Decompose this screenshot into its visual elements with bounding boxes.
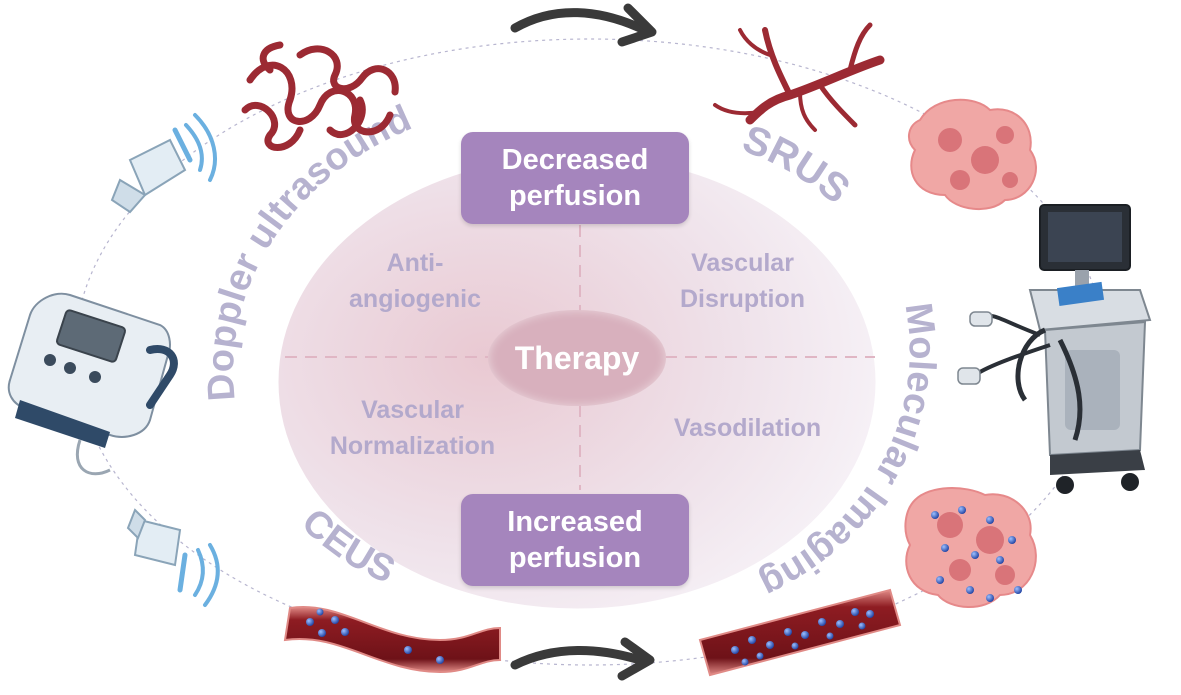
ultrasound-probe-icon [110, 113, 217, 214]
tangled-vessel-icon [241, 41, 399, 151]
decreased-perfusion-box: Decreased perfusion [461, 132, 689, 224]
ultrasound-cart-machine-icon [957, 204, 1152, 494]
vasodilation-label: Vasodilation [673, 414, 822, 442]
targeted-tumor-icon [904, 487, 1037, 608]
increased-perfusion-box: Increased perfusion [461, 494, 689, 586]
therapy-center: Therapy [488, 310, 666, 406]
ultrasound-probe-icon [126, 508, 220, 607]
anti-angiogenic-label: Anti- angiogenic [349, 249, 481, 313]
vascular-disruption-label: Vascular Disruption [680, 249, 805, 313]
microbubble-vessel-icon [283, 605, 501, 674]
arrow-icon [510, 637, 655, 681]
microbubble-vessel-icon [698, 588, 902, 677]
vascular-normalization-label: Vascular Normalization [329, 396, 496, 460]
branching-vessel-icon [713, 22, 885, 132]
handheld-doppler-device-icon [7, 292, 178, 476]
arrow-icon [510, 3, 657, 47]
tumor-tissue-icon [908, 98, 1037, 211]
